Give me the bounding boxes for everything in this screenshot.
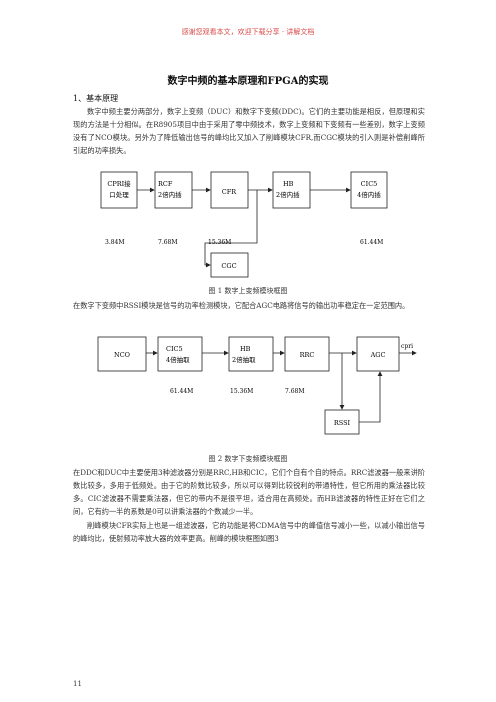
ddc-block-rrc-l1: RRC (300, 351, 315, 359)
duc-arrow-cgc (204, 190, 258, 268)
ddc-block-hb-l1: HB (240, 345, 251, 353)
duc-rate-3: 15.36M (208, 239, 231, 246)
duc-rate-4: 61.44M (360, 239, 383, 246)
ddc-block-rssi-label: RSSI (334, 419, 351, 427)
ddc-block-rrc: RRC (284, 336, 330, 372)
duc-block-cic5-l1: CIC5 (361, 180, 378, 188)
watermark-banner: 感谢您观看本文，欢迎下载分享 · 讲解文档 (181, 28, 315, 36)
ddc-rate-2: 15.36M (230, 388, 253, 395)
paragraph-intro: 数字中频主要分两部分，数字上变频（DUC）和数字下变频(DDC)。它们的主要功能… (73, 107, 425, 155)
ddc-block-nco-l1: NCO (114, 351, 130, 359)
ddc-block-nco: NCO (97, 336, 147, 372)
duc-block-cpri-l1: CPRI接 (107, 179, 131, 188)
section-heading: 1、基本原理 (73, 94, 119, 103)
paragraph-rssi: 在数字下变频中RSSI模块是信号的功率检测模块，它配合AGC电路将信号的输出功率… (73, 301, 410, 310)
ddc-block-hb-l2: 2倍抽取 (232, 355, 256, 364)
duc-block-hb: HB 2倍内插 (272, 171, 311, 209)
duc-rate-1: 3.84M (105, 239, 125, 246)
ddc-block-hb: HB 2倍抽取 (228, 336, 274, 372)
ddc-block-rssi: RSSI (324, 409, 360, 435)
ddc-block-agc-l1: AGC (370, 351, 386, 359)
ddc-rate-3: 7.68M (285, 388, 305, 395)
duc-block-cic5: CIC5 4倍内插 (350, 171, 388, 209)
duc-block-rcf: RCF 2倍内插 (154, 171, 193, 209)
ddc-rate-1: 61.44M (170, 388, 193, 395)
ddc-cpri-label: cpri (401, 343, 413, 350)
duc-block-cpri-l2: 口处理 (109, 190, 129, 199)
figure-1-caption: 图 1 数字上变频模块框图 (208, 287, 288, 295)
ddc-arrow-rssi-to-agc (359, 371, 383, 423)
ddc-block-cic5-l2: 4倍抽取 (166, 355, 190, 364)
duc-rate-2: 7.68M (158, 239, 178, 246)
duc-block-rcf-l2: 2倍内插 (158, 190, 182, 199)
duc-block-cpri: CPRI接 口处理 (100, 171, 138, 209)
figure-2-caption: 图 2 数字下变频模块框图 (208, 455, 288, 463)
ddc-block-cic5: CIC5 4倍抽取 (157, 336, 203, 372)
duc-block-cgc: CGC (210, 252, 249, 278)
page-number: 11 (73, 680, 82, 688)
duc-block-rcf-l1: RCF (158, 180, 173, 188)
ddc-block-agc: AGC (356, 336, 400, 372)
paragraph-filters: 在DDC和DUC中主要使用3种滤波器分别是RRC,HB和CIC，它们个自有个自的… (73, 468, 425, 516)
duc-block-cfr-l1: CFR (222, 188, 237, 196)
page-title: 数字中频的基本原理和FPGA的实现 (167, 76, 329, 87)
duc-block-cic5-l2: 4倍内插 (357, 190, 381, 199)
duc-block-hb-l2: 2倍内插 (276, 190, 300, 199)
paragraph-cfr: 削峰模块CFR实际上也是一组滤波器，它的功能是将CDMA信号中的峰值信号减小一些… (73, 521, 425, 543)
ddc-block-cic5-l1: CIC5 (166, 345, 183, 353)
duc-block-cfr: CFR (210, 171, 249, 209)
duc-block-hb-l1: HB (283, 180, 294, 188)
duc-block-cgc-label: CGC (221, 262, 236, 270)
